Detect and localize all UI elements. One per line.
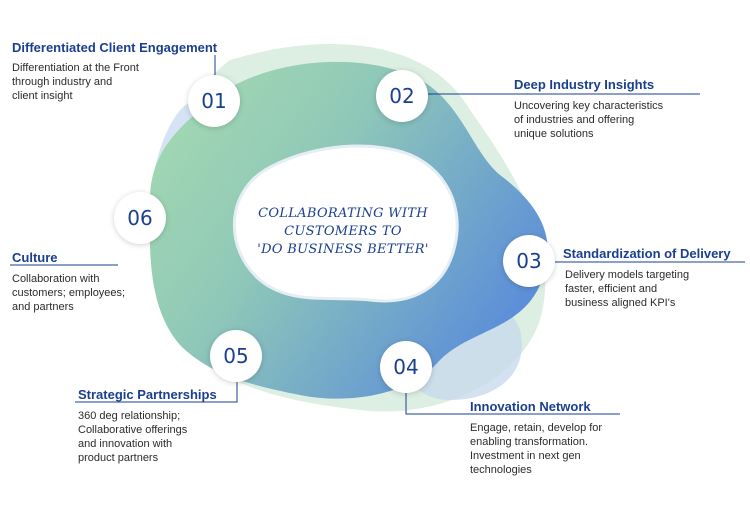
desc-line: customers; employees; [12, 287, 126, 299]
center-line-2: CUSTOMERS TO [284, 224, 402, 239]
desc-line: Collaborative offerings [78, 424, 188, 436]
step-circle-06: 06 [114, 192, 166, 244]
item-desc-03: Delivery models targeting faster, effici… [565, 268, 689, 310]
step-circle-04: 04 [380, 341, 432, 393]
center-caption: COLLABORATING WITH CUSTOMERS TO 'DO BUSI… [238, 205, 448, 259]
desc-line: Differentiation at the Front [12, 62, 139, 74]
center-line-1: COLLABORATING WITH [258, 206, 428, 221]
desc-line: Investment in next gen [470, 450, 581, 462]
desc-line: Engage, retain, develop for [470, 422, 603, 434]
desc-line: and partners [12, 301, 74, 313]
item-title-03: Standardization of Delivery [563, 246, 731, 261]
item-title-01: Differentiated Client Engagement [12, 40, 218, 55]
item-desc-05: 360 deg relationship; Collaborative offe… [78, 409, 187, 465]
desc-line: Collaboration with [12, 273, 100, 285]
item-desc-06: Collaboration with customers; employees;… [12, 272, 125, 314]
connector-04 [405, 393, 620, 415]
item-desc-01: Differentiation at the Front through ind… [12, 61, 139, 103]
desc-line: business aligned KPI's [565, 297, 676, 309]
desc-line: client insight [12, 90, 73, 102]
item-title-02: Deep Industry Insights [514, 77, 655, 92]
step-circle-05: 05 [210, 330, 262, 382]
item-desc-02: Uncovering key characteristics of indust… [514, 99, 663, 141]
desc-line: of industries and offering [514, 114, 635, 126]
desc-line: product partners [78, 452, 159, 464]
connector-05 [75, 382, 238, 403]
desc-line: and innovation with [78, 438, 173, 450]
center-line-3: 'DO BUSINESS BETTER' [257, 242, 429, 257]
item-desc-04: Engage, retain, develop for enabling tra… [470, 421, 602, 477]
step-circle-01: 01 [188, 75, 240, 127]
inner-core [232, 144, 459, 303]
step-circle-03: 03 [503, 235, 555, 287]
step-circle-02: 02 [376, 70, 428, 122]
desc-line: 360 deg relationship; [78, 410, 181, 422]
desc-line: through industry and [12, 76, 113, 88]
item-title-05: Strategic Partnerships [78, 387, 217, 402]
item-title-04: Innovation Network [470, 399, 591, 414]
desc-line: Delivery models targeting [565, 269, 690, 281]
desc-line: enabling transformation. [470, 436, 589, 448]
desc-line: technologies [470, 464, 532, 476]
desc-line: unique solutions [514, 128, 594, 140]
item-title-06: Culture [12, 250, 58, 265]
desc-line: Uncovering key characteristics [514, 100, 664, 112]
main-ring [149, 61, 548, 399]
desc-line: faster, efficient and [565, 283, 658, 295]
